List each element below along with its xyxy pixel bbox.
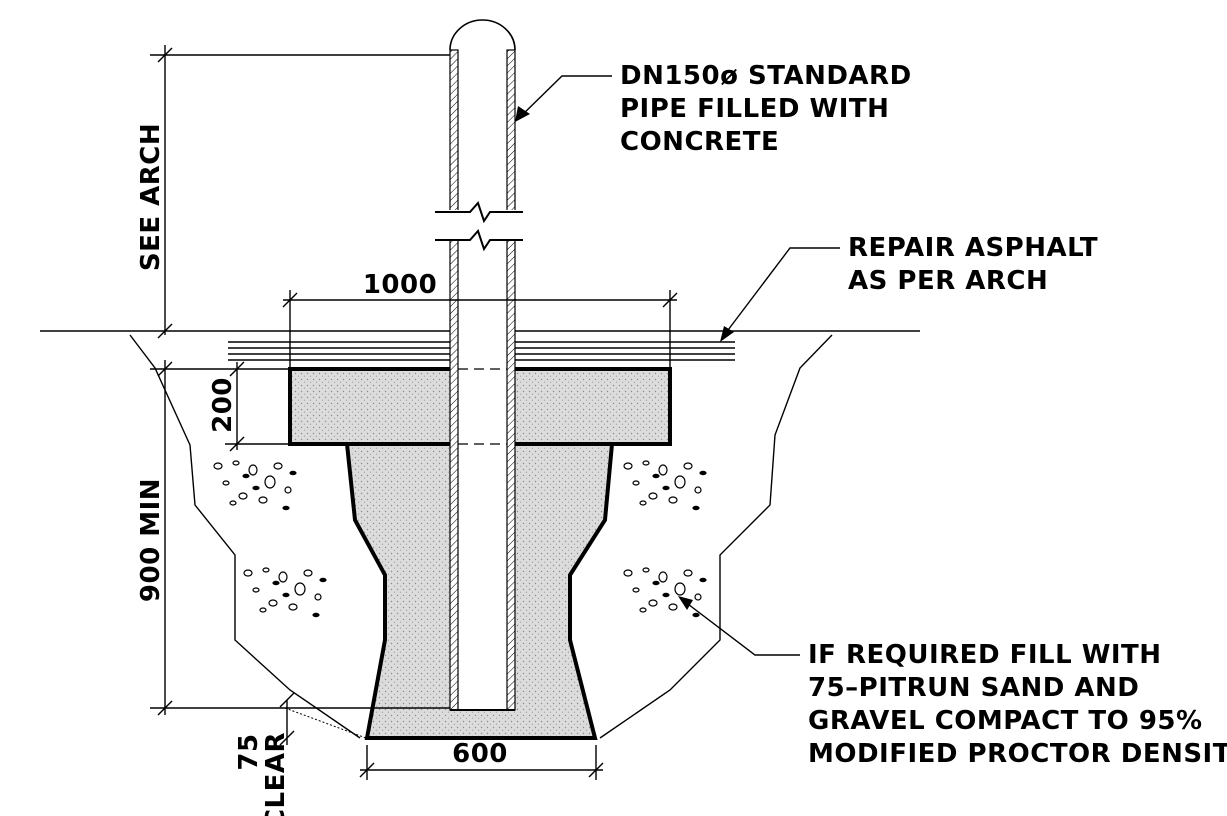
callout-fill-line-2: 75–PITRUN SAND AND: [808, 673, 1139, 703]
callout-asphalt-line-1: REPAIR ASPHALT: [848, 233, 1098, 263]
dim-1000-label: 1000: [363, 270, 437, 300]
dim-clearance: [279, 692, 367, 746]
excavation-outline-left: [129, 334, 361, 739]
gravel-fill-clusters: [213, 460, 707, 618]
callout-fill-line-1: IF REQUIRED FILL WITH: [808, 640, 1162, 670]
dim-base-width: [359, 745, 604, 780]
dim-footing-width: [282, 290, 678, 369]
leader-pipe-callout: [515, 75, 612, 122]
callout-fill-line-3: GRAVEL COMPACT TO 95%: [808, 706, 1203, 736]
dim-clear-label: CLEAR: [261, 732, 291, 816]
callout-pipe-line-2: PIPE FILLED WITH: [620, 94, 889, 124]
dim-see-arch-label: SEE ARCH: [136, 123, 166, 271]
dim-200-label: 200: [208, 377, 238, 433]
dim-height-above-grade: [150, 45, 450, 339]
callout-asphalt-line-2: AS PER ARCH: [848, 266, 1048, 296]
steel-pipe: [449, 19, 516, 711]
dim-600-label: 600: [452, 739, 508, 769]
dim-embedment-depth: [150, 360, 450, 716]
excavation-outline-right: [599, 334, 833, 739]
dim-slab-thickness: [225, 361, 290, 452]
dim-900-min-label: 900 MIN: [136, 478, 166, 602]
dim-75-label: 75: [234, 733, 264, 770]
pipe-break-symbol: [435, 201, 523, 252]
leader-asphalt-callout: [720, 247, 840, 342]
callout-pipe-line-1: DN150ø STANDARD: [620, 61, 912, 91]
callout-fill-line-4: MODIFIED PROCTOR DENSITY: [808, 739, 1227, 769]
callout-pipe-line-3: CONCRETE: [620, 127, 779, 157]
leader-fill-callout: [678, 596, 800, 656]
